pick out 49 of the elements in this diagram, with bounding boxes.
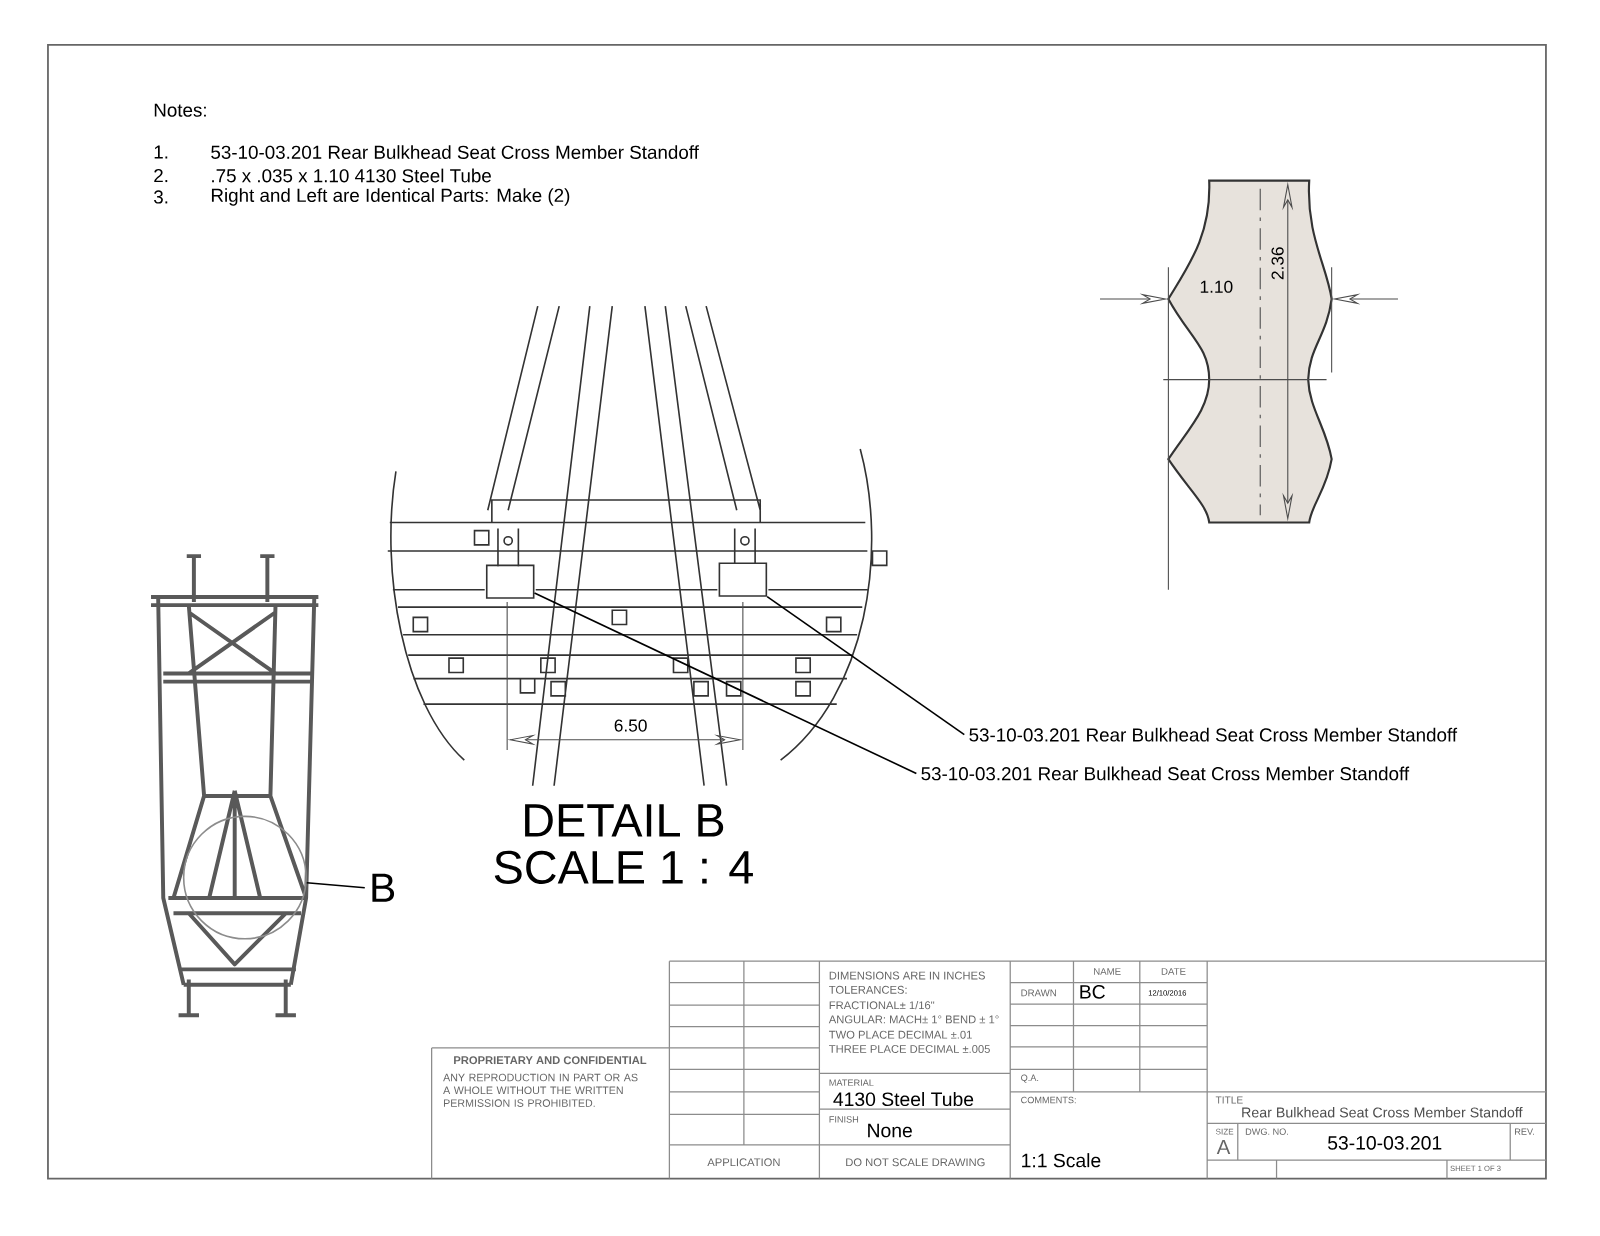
dimension-value: 2.36: [1271, 247, 1284, 280]
detail-circle: [182, 815, 307, 940]
note-number: 1.: [154, 145, 168, 159]
note-text: .75 x .035 x 1.10 4130 Steel Tube: [212, 168, 491, 183]
view-scale: SCALE 1 : 4: [494, 850, 753, 885]
tolerance-note: THREE PLACE DECIMAL ±.005: [829, 1045, 990, 1054]
field-label: DWG. NO.: [1245, 1128, 1288, 1136]
tolerance-note: ANGULAR: MACH± 1° BEND ± 1°: [828, 1015, 999, 1024]
field-value: None: [868, 1124, 912, 1138]
field-label: DO NOT SCALE DRAWING: [846, 1158, 985, 1167]
tolerance-note: TWO PLACE DECIMAL ±.01: [829, 1030, 972, 1039]
field-label: APPLICATION: [707, 1158, 780, 1167]
field-label: TITLE: [1215, 1096, 1243, 1104]
callout-text: 53-10-03.201 Rear Bulkhead Seat Cross Member Standoff: [921, 766, 1410, 781]
leader-line: [305, 882, 366, 889]
detail-letter: B: [372, 873, 395, 902]
field-value: A: [1216, 1140, 1231, 1155]
tolerance-note: DIMENSIONS ARE IN INCHES: [829, 971, 985, 980]
note-number: 2.: [154, 169, 168, 183]
field-value: 4130 Steel Tube: [833, 1092, 974, 1107]
callout-text: 53-10-03.201 Rear Bulkhead Seat Cross Member Standoff: [969, 727, 1458, 742]
leader-line: [533, 592, 918, 775]
standoff-part: [718, 562, 768, 597]
dimension-value: 1.10: [1200, 280, 1233, 293]
note-text: Right and Left are Identical Parts: Make (2): [211, 188, 570, 206]
field-label: FINISH: [829, 1116, 859, 1123]
field-value: 53-10-03.201: [1328, 1136, 1442, 1150]
field-label: DATE: [1161, 968, 1186, 975]
field-label: DRAWN: [1021, 989, 1056, 997]
block-heading: PROPRIETARY AND CONFIDENTIAL: [454, 1056, 647, 1065]
field-value: BC: [1080, 985, 1105, 999]
field-label: Q.A.: [1021, 1074, 1039, 1083]
tolerance-note: FRACTIONAL± 1/16": [829, 1001, 935, 1010]
note-number: 3.: [154, 190, 168, 204]
note-heading: Notes:: [154, 103, 206, 117]
dimension-value: 6.50: [614, 719, 647, 732]
field-label: MATERIAL: [829, 1079, 874, 1086]
field-label: REV.: [1515, 1128, 1534, 1135]
field-label: NAME: [1094, 968, 1121, 975]
field-label: SIZE: [1215, 1128, 1234, 1135]
tolerance-note: TOLERANCES:: [829, 985, 907, 994]
title-value: Rear Bulkhead Seat Cross Member Standoff: [1242, 1107, 1523, 1118]
standoff-part: [485, 564, 535, 599]
field-value: 1:1 Scale: [1022, 1153, 1101, 1168]
view-title: DETAIL B: [525, 804, 724, 837]
note-text: 53-10-03.201 Rear Bulkhead Seat Cross Member Standoff: [211, 145, 699, 160]
block-text: ANY REPRODUCTION IN PART OR AS A WHOLE WITHOUT THE WRITTEN PERMISSION IS PROHIBITED.: [443, 1073, 638, 1107]
field-label: COMMENTS:: [1021, 1096, 1076, 1104]
leader-line: [766, 595, 966, 736]
